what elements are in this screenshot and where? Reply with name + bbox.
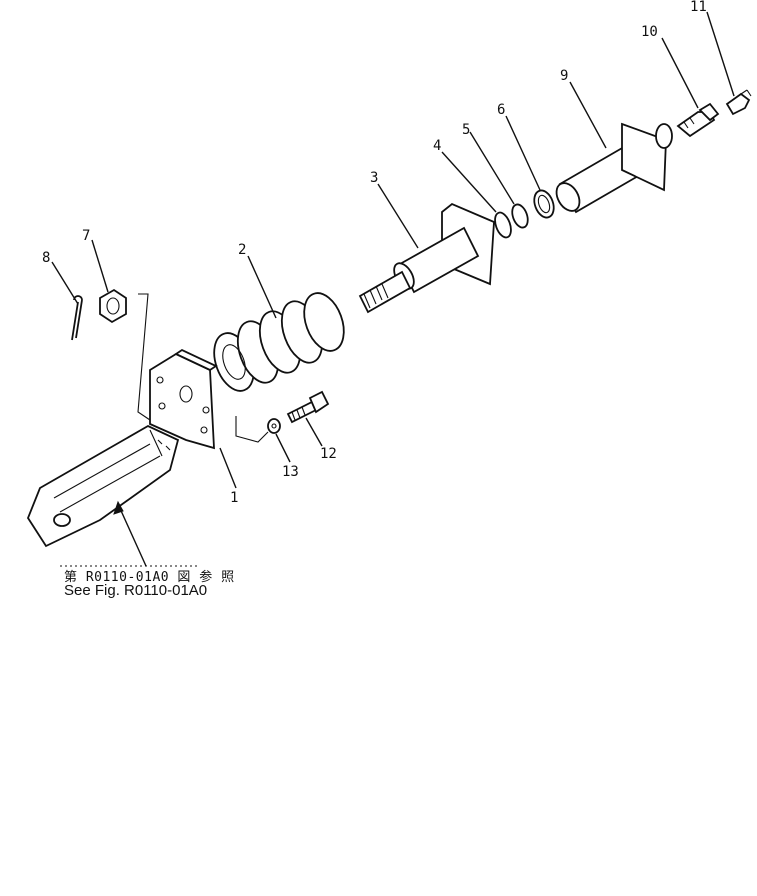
reference-text-english: See Fig. R0110-01A0 [64, 582, 208, 599]
leader-10 [661, 37, 699, 109]
callout-7: 7 [82, 228, 90, 244]
callout-13: 13 [282, 464, 299, 480]
leader-6 [505, 115, 541, 191]
leader-1 [219, 447, 237, 489]
leader-8 [51, 261, 79, 305]
part-2-recoil-spring [213, 292, 345, 392]
part-10-grease-valve [676, 102, 720, 138]
leader-3 [377, 183, 419, 249]
part-9-cylinder [555, 122, 673, 214]
assembly-guide-lines [137, 293, 269, 443]
leader-4 [441, 151, 497, 213]
callout-10: 10 [641, 24, 658, 40]
reference-arrow [117, 503, 147, 567]
part-11-elbow-fitting [725, 89, 752, 116]
part-12-bolt [286, 390, 330, 424]
part-1-bracket-plate [149, 348, 218, 450]
leader-13 [275, 433, 291, 463]
idler-yoke-reference [26, 424, 180, 548]
part-4-o-ring [494, 211, 512, 239]
leader-9 [569, 81, 607, 149]
leader-7 [91, 239, 109, 293]
callout-9: 9 [560, 68, 568, 84]
callout-1: 1 [230, 490, 238, 506]
leader-11 [706, 11, 735, 97]
reference-text-japanese: 第 R0110-01A0 図 参 照 [64, 570, 235, 585]
callout-11: 11 [690, 0, 707, 15]
part-6-nut-ring [533, 189, 555, 219]
leader-12 [305, 417, 323, 447]
part-3-piston-rod [358, 202, 495, 314]
callout-3: 3 [370, 170, 378, 186]
part-5-ring [511, 203, 529, 229]
callout-4: 4 [433, 138, 441, 154]
part-13-washer [267, 418, 281, 434]
callout-6: 6 [497, 102, 505, 118]
leader-2 [247, 255, 277, 319]
part-7-castle-nut [99, 288, 127, 324]
callout-12: 12 [320, 446, 337, 462]
reference-arrowhead [113, 500, 124, 515]
callout-8: 8 [42, 250, 50, 266]
leader-5 [469, 131, 515, 205]
callout-5: 5 [462, 122, 470, 138]
callout-2: 2 [238, 242, 246, 258]
